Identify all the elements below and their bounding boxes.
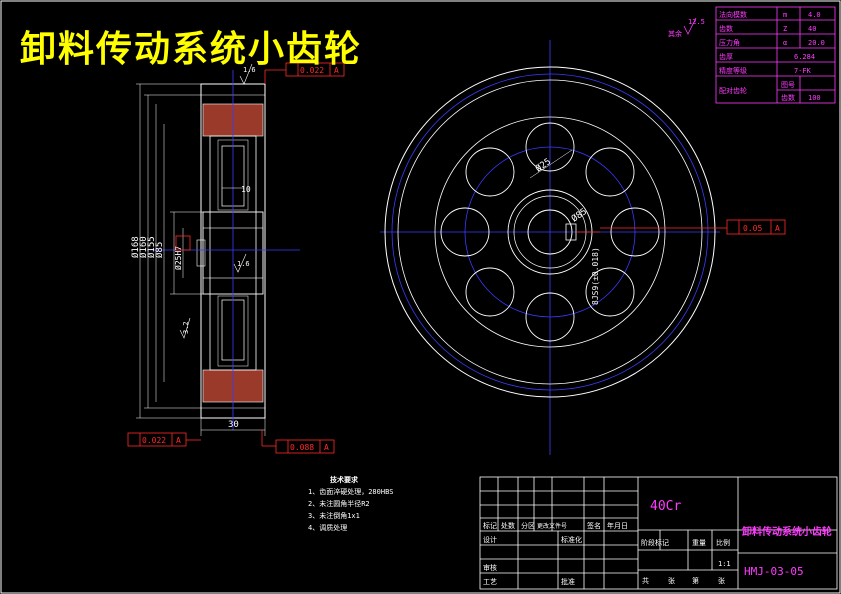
surface-finish-label: 其余	[668, 29, 682, 38]
param-sym-2: α	[783, 39, 787, 47]
front-view: Ø25 Ø85 8JS9(±0.018) 0.05 A	[380, 40, 786, 455]
tb-sheet-1: 张	[668, 576, 675, 585]
param-name-2: 压力角	[719, 38, 740, 47]
gdt-keyway-value: 0.05	[743, 224, 762, 233]
tech-item: 3、未注倒角1x1	[308, 512, 360, 520]
dim-outer-dia: Ø168	[130, 236, 141, 258]
param-name-3: 齿厚	[719, 53, 733, 61]
gdt-top-value: 0.022	[300, 66, 324, 75]
param-val-3: 6.284	[794, 53, 815, 61]
section-view: Ø168 Ø160 Ø155 Ø85 Ø25H7 30 10 1.6 1.6 3…	[127, 62, 345, 454]
gdt-bl-value: 0.022	[142, 436, 166, 445]
tb-col-3: 更改文件号	[537, 522, 567, 530]
lightening-holes	[440, 122, 660, 342]
param-sym-5: 图号	[781, 81, 795, 89]
roughness-top: 1.6	[243, 66, 256, 74]
dim-width: 30	[228, 420, 239, 430]
dim-keyway: 8JS9(±0.018)	[591, 247, 600, 305]
param-val-4: 7-FK	[794, 67, 812, 75]
tb-review: 审核	[483, 563, 497, 572]
tech-item: 1、齿面淬硬处理，280HBS	[308, 488, 394, 496]
gdt-keyway-frame	[726, 219, 786, 235]
hole-pitch-circle	[464, 146, 636, 318]
root-circle	[397, 79, 703, 385]
drawing-title: 卸料传动系统小齿轮	[20, 29, 363, 70]
title-block-drawing-no: HMJ-03-05	[744, 565, 804, 578]
tb-sheet-3: 张	[718, 576, 725, 585]
gdt-bl-datum: A	[176, 436, 181, 445]
tech-item: 4、调质处理	[308, 524, 348, 532]
tb-scale: 1:1	[718, 560, 731, 568]
param-name-0: 法向模数	[719, 10, 747, 19]
datum-box	[175, 235, 191, 251]
surface-finish-note: 其余 12.5	[668, 17, 705, 38]
param-val-6: 100	[808, 94, 821, 102]
surface-finish-value: 12.5	[688, 18, 705, 26]
title-block: 40Cr 卸料传动系统小齿轮 HMJ-03-05 标记 处数 分区 更改文件号 …	[479, 476, 838, 590]
param-name-1: 齿数	[719, 24, 733, 33]
dim-hub-circle: Ø85	[569, 206, 589, 224]
dim-pitch-dia: Ø160	[138, 236, 149, 258]
gdt-keyway-datum: A	[775, 224, 780, 233]
bore-circle	[527, 209, 573, 255]
addendum-circle	[384, 66, 716, 398]
title-block-material: 40Cr	[650, 499, 681, 514]
tb-col-1: 处数	[501, 521, 515, 530]
param-sym-6: 齿数	[781, 93, 795, 102]
tb-stage-1: 重量	[692, 539, 706, 547]
gdt-frame-bottom-left	[127, 432, 187, 447]
roughness-mid: 1.6	[237, 260, 250, 268]
roughness-side: 3.2	[182, 321, 190, 334]
param-val-1: 40	[808, 25, 816, 33]
param-sym-0: m	[783, 11, 787, 19]
param-name-5: 配对齿轮	[719, 86, 747, 95]
tb-stage-2: 比例	[716, 538, 730, 547]
tech-heading: 技术要求	[330, 476, 358, 484]
web-outer-circle	[434, 116, 666, 348]
tb-sheet-0: 共	[642, 576, 649, 585]
tb-approve: 批准	[561, 577, 575, 586]
gdt-br-datum: A	[324, 443, 329, 452]
pitch-circle	[391, 73, 709, 391]
tb-col-2: 分区	[521, 521, 535, 530]
gdt-top-datum: A	[334, 66, 339, 75]
param-val-0: 4.0	[808, 11, 821, 19]
gdt-br-value: 0.088	[290, 443, 314, 452]
tb-standardize: 标准化	[561, 535, 582, 544]
dim-bore-dia: Ø25H7	[173, 246, 183, 270]
tb-col-5: 年月日	[607, 521, 628, 530]
tb-sheet-2: 第	[692, 576, 699, 585]
dim-root-dia: Ø155	[146, 236, 157, 258]
tb-stage-0: 阶段标记	[641, 538, 669, 547]
tb-process: 工艺	[483, 578, 497, 586]
dim-web-width: 10	[241, 185, 251, 194]
tb-col-4: 签名	[587, 521, 601, 530]
dim-hub-dia: Ø85	[154, 242, 165, 258]
param-sym-1: Z	[783, 25, 787, 33]
gear-params-table: 法向模数 m 4.0 齿数 Z 40 压力角 α 20.0 齿厚 6.284 精…	[715, 6, 836, 104]
tb-design: 设计	[483, 535, 497, 544]
tech-requirements: 技术要求 1、齿面淬硬处理，280HBS 2、未注圆角半径R2 3、未注倒角1x…	[308, 474, 394, 534]
gdt-frame-bottom-right	[275, 439, 335, 454]
param-val-2: 20.0	[808, 39, 825, 47]
tech-item: 2、未注圆角半径R2	[308, 500, 370, 508]
gdt-frame-top	[285, 62, 345, 77]
param-name-4: 精度等级	[719, 66, 747, 75]
title-block-part-name: 卸料传动系统小齿轮	[742, 525, 832, 538]
tb-col-0: 标记	[483, 521, 497, 530]
